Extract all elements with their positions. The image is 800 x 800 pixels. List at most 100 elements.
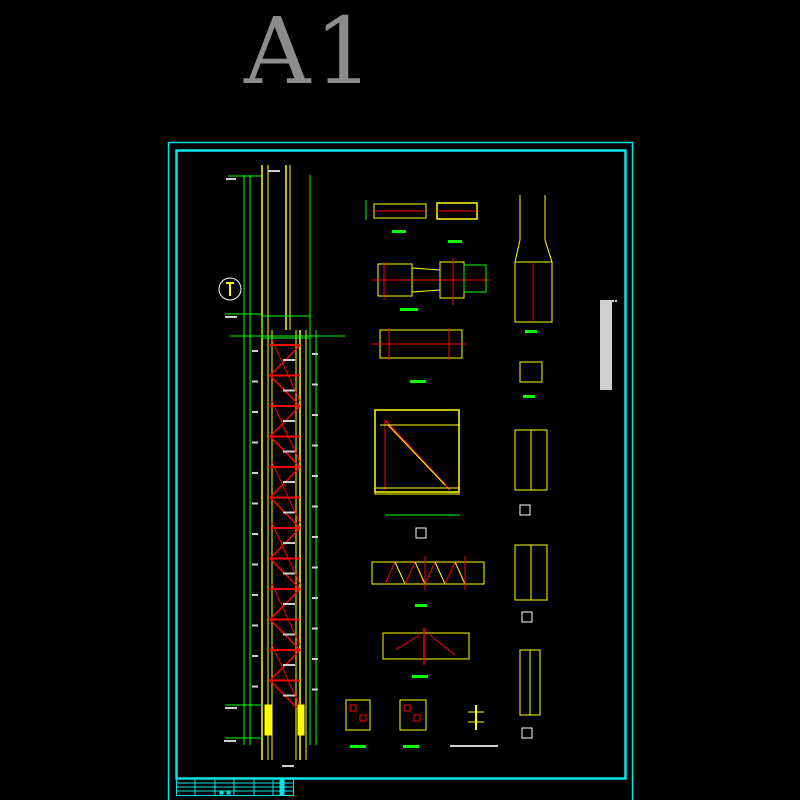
dimension-text bbox=[312, 414, 318, 416]
column-base bbox=[264, 704, 272, 736]
dimension-text bbox=[312, 383, 318, 386]
dimension-text bbox=[252, 563, 258, 566]
member-label bbox=[283, 572, 295, 575]
section-title bbox=[400, 308, 418, 311]
taper bbox=[514, 239, 521, 263]
detail-number bbox=[521, 611, 533, 623]
brace bbox=[394, 634, 421, 651]
member-label bbox=[283, 633, 295, 636]
member-label bbox=[283, 542, 295, 544]
diagonal-brace bbox=[271, 583, 301, 646]
inner-border bbox=[175, 149, 627, 780]
taper bbox=[411, 289, 441, 293]
member-label bbox=[283, 603, 295, 605]
elevation-text bbox=[225, 316, 237, 318]
dimension-text bbox=[252, 533, 258, 535]
section-title bbox=[412, 675, 428, 678]
dimension-text bbox=[252, 350, 258, 352]
member-label bbox=[283, 450, 295, 453]
section-title bbox=[410, 380, 426, 383]
truss-elevation-2 bbox=[382, 632, 470, 660]
shoulder-detail bbox=[261, 315, 311, 339]
member-label bbox=[283, 511, 295, 514]
diagonal-brace bbox=[271, 522, 301, 585]
truss-diagonal bbox=[384, 561, 396, 585]
truss-elevation bbox=[371, 561, 485, 585]
truss-diagonal bbox=[454, 561, 466, 585]
dimension-text bbox=[312, 475, 318, 477]
diagonal-brace bbox=[271, 644, 301, 707]
dimension-text bbox=[312, 627, 318, 630]
dimension-text bbox=[252, 624, 258, 627]
dimension-text bbox=[312, 566, 318, 569]
section-title bbox=[403, 745, 419, 748]
truss-diagonal bbox=[424, 561, 436, 585]
dimension-text bbox=[252, 502, 258, 505]
dimension-text bbox=[252, 411, 258, 413]
drawing-frame bbox=[167, 141, 634, 800]
base-section-b bbox=[399, 699, 427, 731]
truss-diagonal bbox=[414, 561, 426, 585]
bolt bbox=[403, 704, 411, 712]
dimension-text bbox=[312, 505, 318, 508]
detail-number bbox=[415, 527, 427, 539]
member-label bbox=[283, 664, 295, 666]
elevation-text bbox=[226, 178, 236, 180]
section-title bbox=[415, 604, 427, 607]
truss-diagonal bbox=[404, 561, 416, 585]
section-details bbox=[345, 195, 617, 748]
note-text bbox=[612, 300, 614, 302]
brace bbox=[429, 634, 456, 656]
bolt bbox=[349, 704, 357, 712]
diagonal-brace bbox=[271, 400, 301, 463]
truss-diagonal bbox=[434, 561, 446, 585]
section-label bbox=[282, 765, 294, 767]
truss-diagonal bbox=[394, 561, 406, 585]
member-label bbox=[283, 420, 295, 422]
member-label bbox=[283, 389, 295, 392]
column-base bbox=[297, 704, 305, 736]
section-title bbox=[525, 330, 537, 333]
section-title bbox=[448, 240, 462, 243]
bolt bbox=[413, 714, 421, 722]
truss-diagonal bbox=[444, 561, 456, 585]
taper bbox=[544, 239, 553, 263]
dim-box bbox=[463, 264, 487, 293]
detail-callout bbox=[218, 277, 242, 301]
column-label bbox=[268, 170, 280, 172]
diagonal-brace bbox=[271, 339, 301, 402]
dimension-text bbox=[312, 536, 318, 538]
general-notes bbox=[600, 300, 612, 390]
dimension-text bbox=[312, 688, 318, 691]
dimension-text bbox=[312, 444, 318, 447]
gusset bbox=[387, 424, 446, 486]
section-title bbox=[523, 395, 535, 398]
dimension-text bbox=[312, 353, 318, 355]
member-label bbox=[283, 481, 295, 483]
note-text bbox=[615, 300, 617, 302]
dimension-text bbox=[252, 441, 258, 444]
base-section-a bbox=[345, 699, 371, 731]
elevation-text bbox=[225, 707, 237, 709]
detail-number bbox=[519, 504, 531, 516]
bolt bbox=[359, 714, 367, 722]
detail-number bbox=[521, 727, 533, 739]
section-title bbox=[392, 230, 406, 233]
node-detail bbox=[374, 409, 460, 493]
dimension-text bbox=[252, 594, 258, 596]
taper bbox=[411, 267, 441, 271]
title-block bbox=[176, 778, 294, 796]
note-text bbox=[450, 745, 498, 747]
dimension-text bbox=[312, 658, 318, 660]
sheet-size-label: A1 bbox=[244, 0, 377, 105]
dimension-text bbox=[252, 655, 258, 657]
diagonal-brace bbox=[271, 461, 301, 524]
detail-b bbox=[519, 361, 543, 383]
dimension-text bbox=[252, 685, 258, 688]
member-label bbox=[283, 694, 295, 697]
dimension-text bbox=[312, 597, 318, 599]
dimension-text bbox=[252, 380, 258, 383]
base-plate bbox=[374, 487, 460, 495]
elevation-text bbox=[224, 740, 236, 742]
